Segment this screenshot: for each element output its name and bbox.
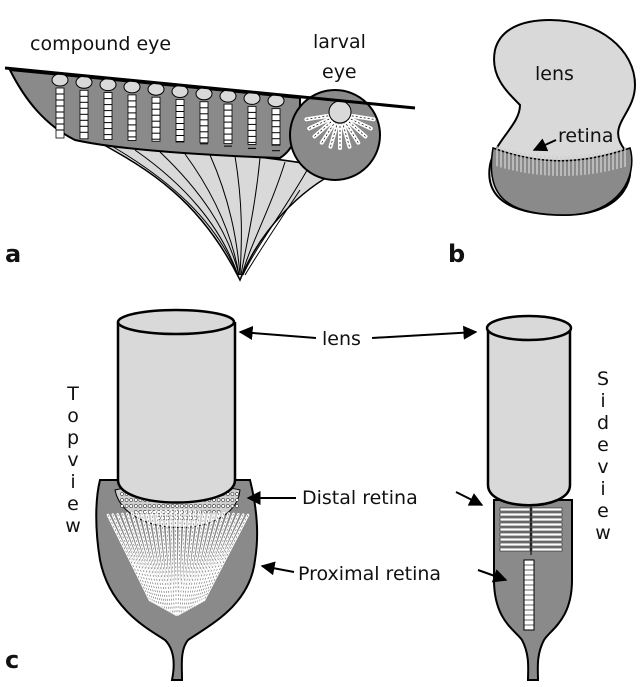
panel-a: compound eye larval eye a bbox=[5, 31, 415, 280]
top-view-letter: p bbox=[67, 427, 79, 449]
panel-c-lens-label: lens bbox=[322, 328, 361, 350]
top-view-letter: i bbox=[70, 471, 75, 493]
ommatidium-rhabdom bbox=[152, 97, 160, 141]
ommatidium-lens bbox=[100, 79, 116, 91]
ommatidium-lens bbox=[76, 76, 92, 88]
ommatidium-lens bbox=[268, 95, 284, 107]
side-view-letter: S bbox=[597, 368, 609, 390]
distal-arrow-right bbox=[456, 492, 482, 505]
panel-b-retina-label: retina bbox=[558, 125, 614, 147]
lens-arrow-right bbox=[372, 332, 476, 338]
top-view-lens-top bbox=[118, 310, 234, 334]
panel-c-labels: lens Distal retina Proximal retina c bbox=[5, 328, 506, 674]
ommatidium-lens bbox=[52, 74, 68, 86]
larval-eye-lens bbox=[329, 101, 351, 123]
panel-label-b: b bbox=[448, 240, 465, 268]
top-view-lens-cylinder bbox=[118, 322, 235, 503]
side-view-letter: w bbox=[595, 522, 611, 544]
proximal-retina-label: Proximal retina bbox=[298, 563, 441, 585]
ommatidium-lens bbox=[220, 90, 236, 102]
ommatidium-lens bbox=[244, 92, 260, 104]
larval-eye-label-line1: larval bbox=[313, 31, 366, 53]
side-view-letter: d bbox=[597, 412, 609, 434]
side-view-lens-cylinder bbox=[488, 328, 570, 505]
larval-eye-label-line2: eye bbox=[322, 61, 357, 83]
ommatidium-rhabdom bbox=[128, 95, 136, 140]
top-view-letter: o bbox=[67, 405, 79, 427]
top-view-letter: v bbox=[67, 449, 78, 471]
side-view-letter: i bbox=[600, 478, 605, 500]
panel-label-c: c bbox=[5, 646, 19, 674]
panel-label-a: a bbox=[5, 240, 21, 268]
ommatidium-lens bbox=[196, 88, 212, 100]
panel-b-lens-label: lens bbox=[535, 63, 574, 85]
ommatidium-lens bbox=[148, 83, 164, 95]
top-view-letter: e bbox=[67, 493, 79, 515]
side-view-lens-top bbox=[487, 316, 571, 340]
side-view-letter: e bbox=[597, 500, 609, 522]
top-view-letter: w bbox=[65, 515, 81, 537]
side-view-letter: i bbox=[600, 390, 605, 412]
distal-retina-label: Distal retina bbox=[302, 487, 418, 509]
side-view-letter: e bbox=[597, 434, 609, 456]
proximal-arrow-left bbox=[262, 566, 294, 572]
side-view-letter: v bbox=[597, 456, 608, 478]
ommatidium-lens bbox=[124, 81, 140, 93]
panel-b: lens retina b bbox=[448, 20, 635, 268]
ommatidium-lens bbox=[172, 86, 188, 98]
top-view-letter: T bbox=[66, 383, 79, 405]
compound-eye-label: compound eye bbox=[30, 33, 171, 55]
lens-arrow-left bbox=[240, 332, 316, 338]
